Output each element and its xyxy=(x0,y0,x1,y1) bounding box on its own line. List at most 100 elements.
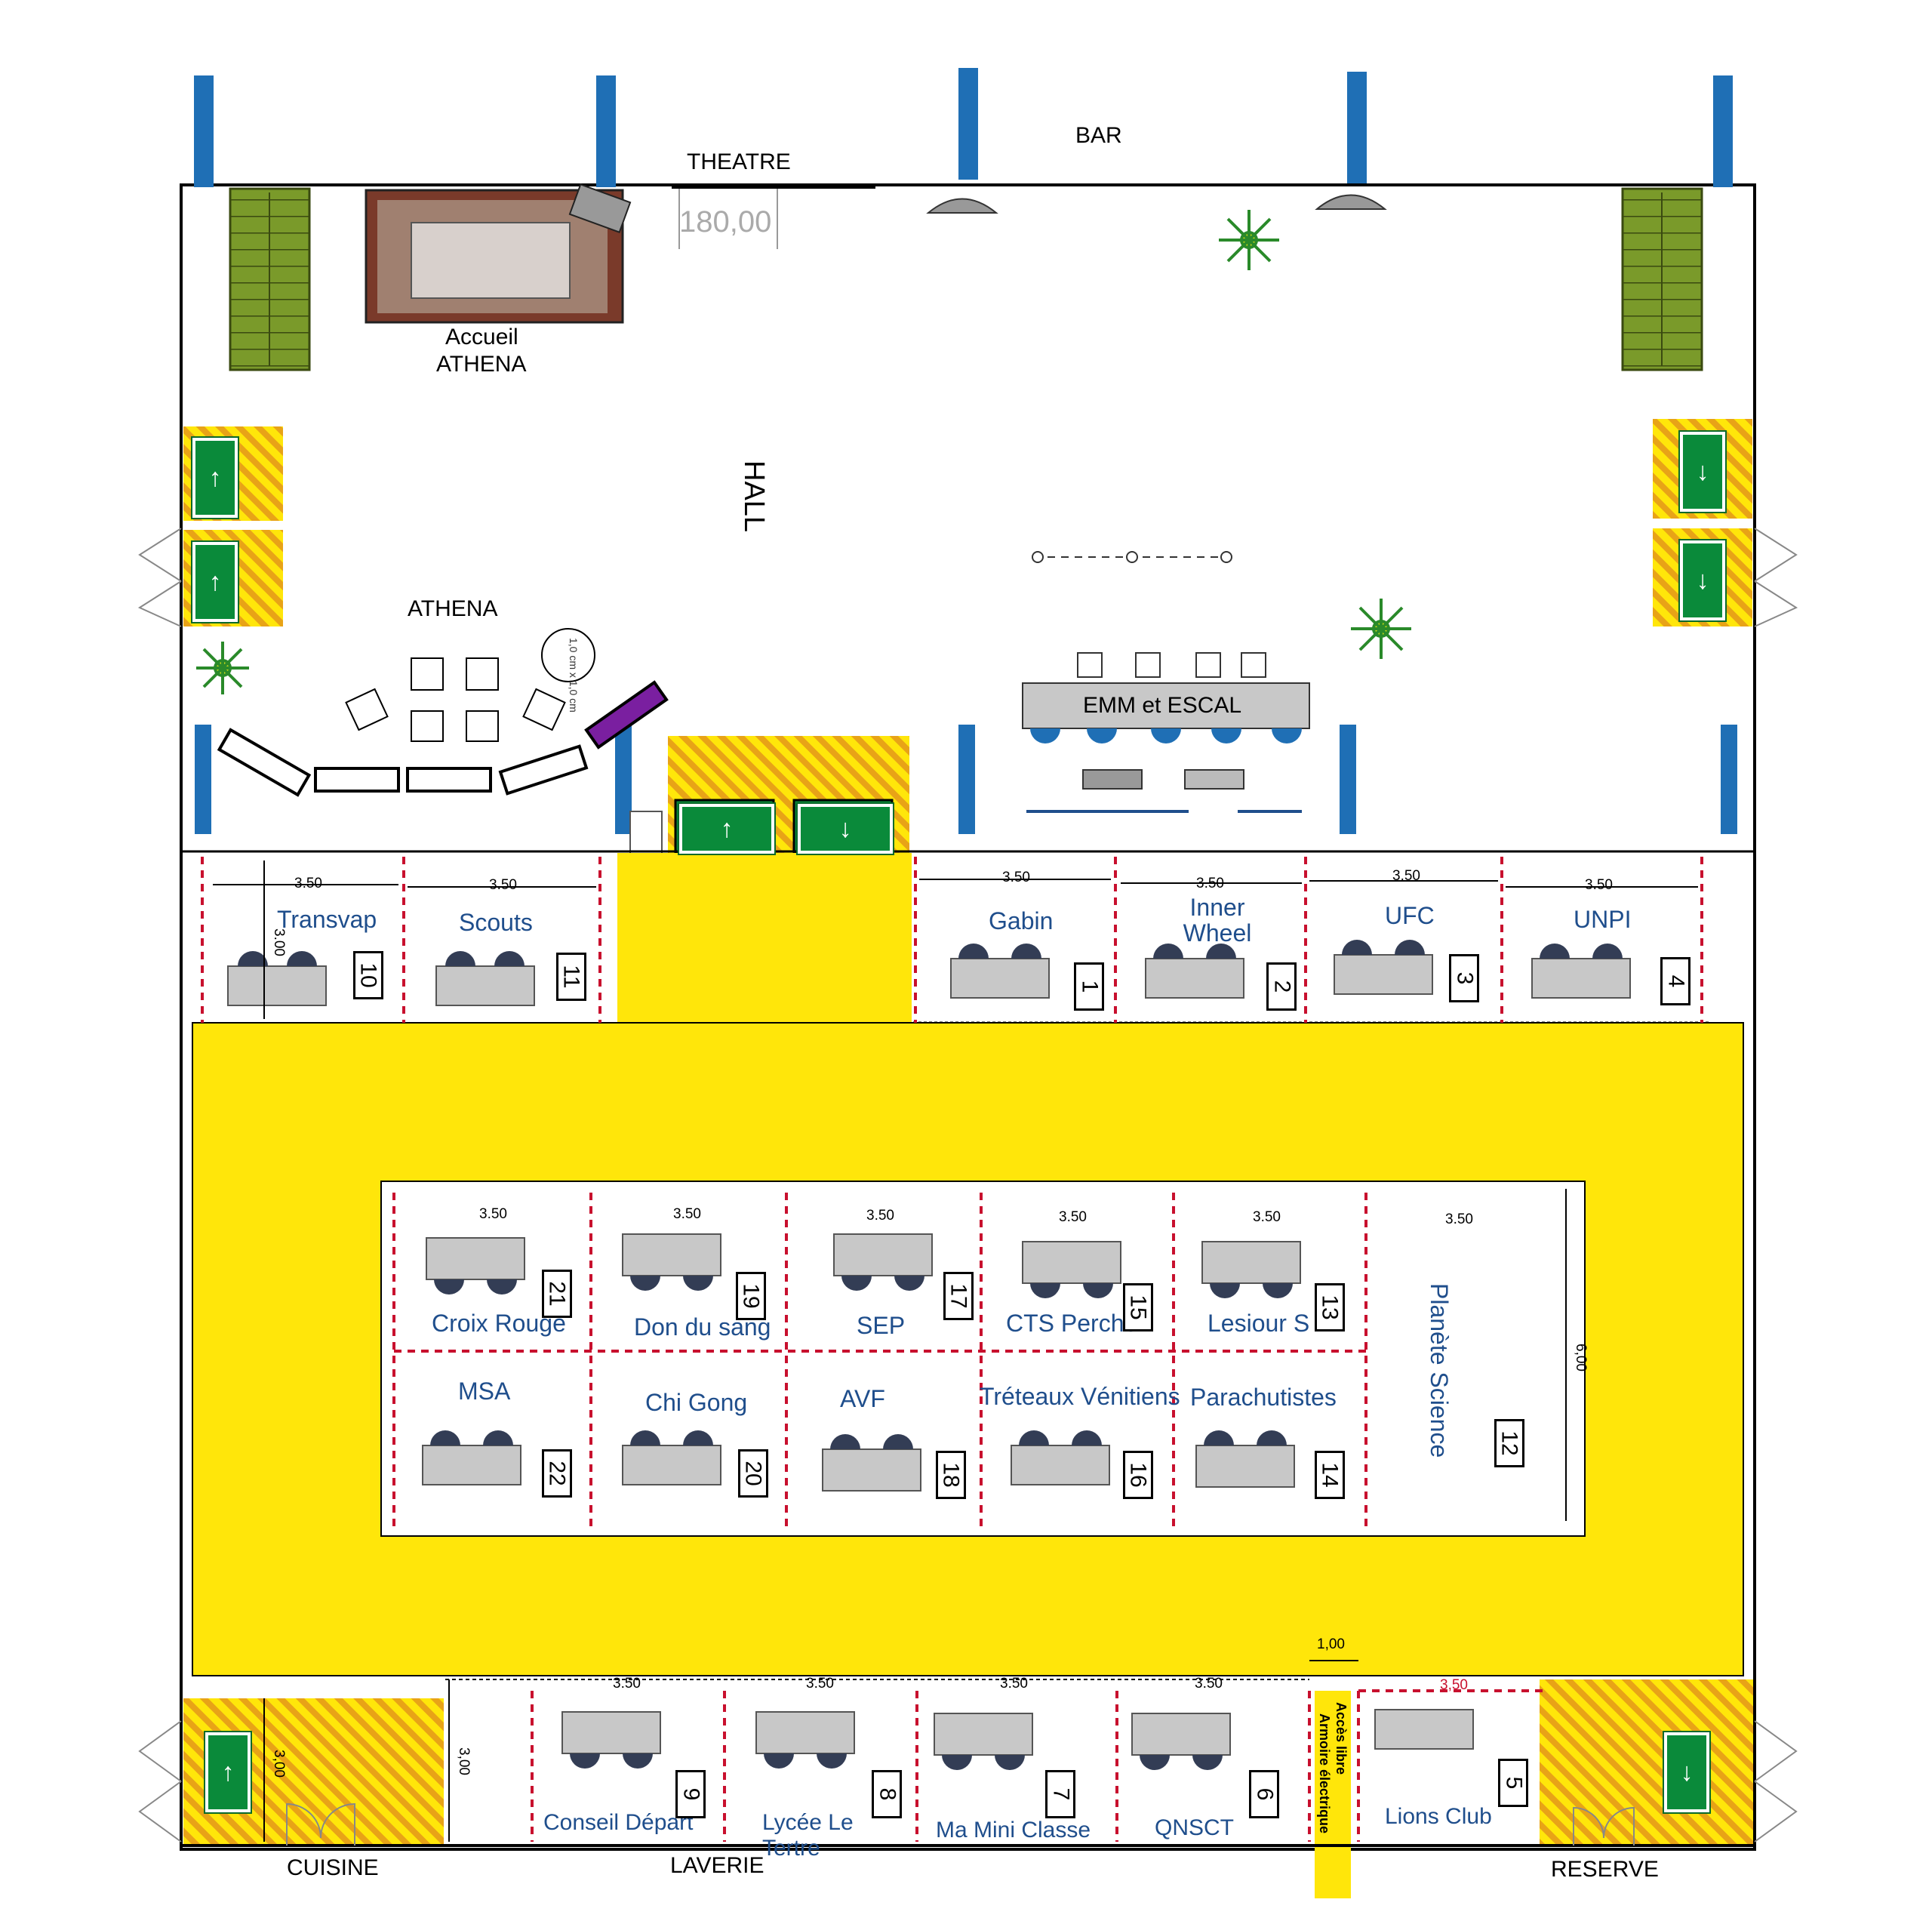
exit-sign-icon: ↓ xyxy=(1663,1731,1711,1814)
stand-name-20: Chi Gong xyxy=(645,1389,748,1416)
dim-label: 3.50 xyxy=(1445,1211,1473,1227)
stand-number-20: 20 xyxy=(738,1449,768,1498)
stand-tables xyxy=(227,954,1631,1756)
stand-name-11: Scouts xyxy=(459,909,533,936)
stand-number-18: 18 xyxy=(936,1451,966,1499)
exit-sign-icon: ↓ xyxy=(1678,539,1727,622)
stand-number-9: 9 xyxy=(675,1770,706,1818)
stand-number-7: 7 xyxy=(1045,1770,1075,1818)
cuisine-door xyxy=(286,1802,1635,1846)
exit-doors xyxy=(137,528,1798,1842)
stand-number-5: 5 xyxy=(1498,1759,1528,1807)
stand-number-14: 14 xyxy=(1315,1451,1345,1499)
stand-number-1: 1 xyxy=(1074,962,1104,1011)
dim-label: 3.50 xyxy=(294,876,322,891)
stand-number-16: 16 xyxy=(1123,1451,1153,1499)
dim-label: 3.50 xyxy=(806,1676,834,1692)
stand-name-10: Transvap xyxy=(277,906,377,933)
stand-name-15: CTS Perche xyxy=(1006,1310,1138,1337)
exit-sign-icon: ↑ xyxy=(191,540,239,623)
dim-label: 3.50 xyxy=(1253,1209,1281,1225)
exit-zone-bottom-right xyxy=(1540,1679,1753,1846)
stand-name-14: Parachutistes xyxy=(1190,1384,1337,1411)
bar-label: BAR xyxy=(1075,123,1122,148)
stand-name-8: Lycée Le Tertre xyxy=(762,1810,854,1861)
stand-number-12: 12 xyxy=(1494,1419,1524,1467)
dim-label: 3,50 xyxy=(1440,1677,1468,1693)
dim-label: 3.50 xyxy=(479,1206,507,1222)
laverie-label: LAVERIE xyxy=(670,1853,764,1878)
stand-name-4: UNPI xyxy=(1574,906,1632,933)
stand-name-2: Inner Wheel xyxy=(1183,894,1252,947)
stand-name-18: AVF xyxy=(840,1385,885,1412)
stand-name-16: Tréteaux Vénitiens xyxy=(980,1383,1180,1410)
stand-name-5: Lions Club xyxy=(1385,1804,1492,1829)
dim-label: 6,00 xyxy=(1573,1344,1589,1371)
dim-label: 3.50 xyxy=(489,877,517,893)
stand-number-15: 15 xyxy=(1123,1283,1153,1331)
accueil-label-1: Accueil xyxy=(445,325,518,349)
columns-hall xyxy=(195,725,1737,834)
stand-name-13: Lesiour S xyxy=(1208,1310,1310,1337)
exit-sign-icon: ↓ xyxy=(1678,430,1727,513)
acces-libre-label: Accès libre xyxy=(1334,1702,1349,1775)
stand-name-12: Planète Science xyxy=(1426,1283,1453,1458)
stand-number-13: 13 xyxy=(1315,1283,1345,1331)
stand-number-21: 21 xyxy=(542,1270,572,1318)
athena-label: ATHENA xyxy=(408,596,498,621)
athena-lounge xyxy=(217,628,669,797)
stand-name-9: Conseil Départ xyxy=(543,1810,694,1835)
stand-name-1: Gabin xyxy=(989,907,1054,934)
armoire-label: Armoire électrique xyxy=(1317,1713,1332,1834)
accueil-athena-desk xyxy=(365,183,632,324)
stand-number-11: 11 xyxy=(556,953,586,1001)
reserve-label: RESERVE xyxy=(1551,1857,1659,1882)
stand-number-19: 19 xyxy=(736,1272,766,1320)
dim-label: 3.50 xyxy=(1002,870,1030,885)
walkway xyxy=(192,853,1743,1898)
stand-number-8: 8 xyxy=(872,1770,902,1818)
stand-separators xyxy=(201,857,1703,1842)
table-size-label: 1,0 cm x 1,0 cm xyxy=(568,638,580,713)
accueil-label-2: ATHENA xyxy=(436,352,527,377)
theatre-label: THEATRE xyxy=(687,149,791,174)
bar-fixture-2 xyxy=(1315,194,1387,210)
stand-name-6: QNSCT xyxy=(1155,1815,1234,1840)
bar-fixture-1 xyxy=(926,198,998,214)
stand-name-17: SEP xyxy=(857,1312,906,1339)
hall-label: HALL xyxy=(738,460,770,533)
dim-label: 3.50 xyxy=(1000,1676,1028,1692)
dim-label: 3.50 xyxy=(1585,877,1613,893)
stand-name-3: UFC xyxy=(1385,902,1435,929)
stand-number-2: 2 xyxy=(1266,962,1297,1011)
emm-escal-label: EMM et ESCAL xyxy=(1083,693,1242,718)
stand-name-7: Ma Mini Classe xyxy=(936,1818,1091,1842)
stand-name-22: MSA xyxy=(458,1378,511,1405)
stand-number-4: 4 xyxy=(1660,957,1690,1005)
dim-label: 3.50 xyxy=(1392,868,1420,884)
exit-sign-icon: ↑ xyxy=(678,802,776,855)
dim-label: 3,00 xyxy=(271,1750,287,1778)
cuisine-label: CUISINE xyxy=(287,1855,379,1880)
stand-number-17: 17 xyxy=(943,1272,974,1320)
theatre-door xyxy=(672,184,875,249)
dim-label: 3,00 xyxy=(456,1747,472,1775)
exit-sign-icon: ↑ xyxy=(191,436,239,519)
stand-number-10: 10 xyxy=(353,951,383,999)
dim-label: 3.50 xyxy=(1196,876,1224,891)
dim-label: 1,00 xyxy=(1317,1636,1345,1652)
dim-label: 3.00 xyxy=(271,928,287,956)
dim-label: 3.50 xyxy=(613,1676,641,1692)
columns-top xyxy=(194,68,1733,187)
dimension-lines xyxy=(213,860,1698,1842)
stand-number-3: 3 xyxy=(1449,954,1479,1002)
emm-escal-stand xyxy=(1022,551,1310,813)
dim-label: 3.50 xyxy=(1195,1676,1223,1692)
dim-label: 3.50 xyxy=(673,1206,701,1222)
dim-label: 3.50 xyxy=(1059,1209,1087,1225)
theatre-door-label: 180,00 xyxy=(679,205,772,239)
dim-label: 3.50 xyxy=(866,1208,894,1224)
stand-number-22: 22 xyxy=(542,1449,572,1498)
chairs xyxy=(238,940,1623,1770)
